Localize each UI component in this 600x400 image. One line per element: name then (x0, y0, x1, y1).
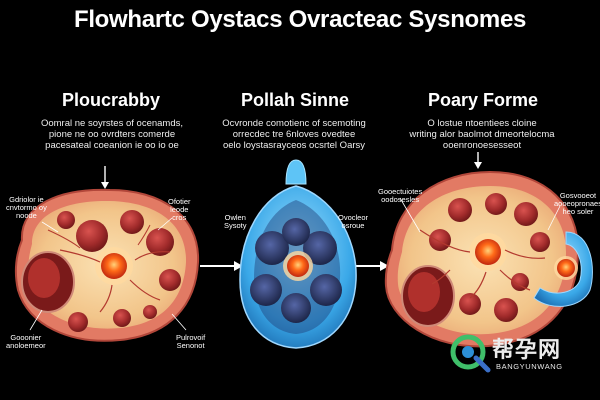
label-line: Gosvooeot (559, 191, 597, 200)
follicle (511, 273, 529, 291)
oocyte (287, 255, 309, 277)
label-line: Gdriolor ie (9, 195, 44, 204)
stage-1-label-bottom-left: Gooonier anoloemeor (6, 334, 46, 350)
stage-3-ovary (384, 170, 593, 348)
follicle (120, 210, 144, 234)
cyst (255, 231, 289, 265)
label-line: cnvtormo oy (6, 203, 47, 212)
stage-3-label-top-left: Gooectuiotes oodosesles (378, 188, 422, 204)
label-line: Ovocleor (338, 213, 369, 222)
cyst (282, 218, 310, 246)
follicle (514, 202, 538, 226)
stage-1-desc-line: pione ne oo ovrdters comerde (48, 129, 176, 140)
leader-lines (29, 197, 561, 331)
label-line: cros (172, 213, 187, 222)
cyst (250, 274, 282, 306)
stage-2-desc-line: Ocvronde comotienc of scemoting (222, 118, 366, 129)
label-line: heo soler (562, 207, 594, 216)
stage-3-label-top-right: Gosvooeot aooeopronaes heo soler (554, 192, 600, 216)
oocyte (101, 253, 127, 279)
label-line: Senonot (176, 341, 205, 350)
watermark-subtext: BANGYUNWANG (496, 362, 563, 371)
label-line: oodosesles (381, 195, 420, 204)
follicle (429, 229, 451, 251)
follicle (113, 309, 131, 327)
stage-3-desc-line: ooenronoesesseot (442, 140, 522, 151)
label-line: noode (16, 211, 37, 220)
cyst (310, 274, 342, 306)
follicle (494, 298, 518, 322)
follicle (146, 228, 174, 256)
label-line: Sysoty (224, 221, 247, 230)
blue-tube (533, 231, 593, 307)
stage-2-description: Ocvronde comotienc of scemoting orrecdec… (204, 118, 384, 151)
stage-1-ovary (14, 188, 200, 342)
follicle (485, 193, 507, 215)
stage-2-title: Pollah Sinne (240, 90, 350, 110)
oocyte (557, 259, 575, 277)
follicle (57, 211, 75, 229)
stage-1-title: Ploucrabby (61, 90, 161, 110)
stage-3-desc-line: writing alor baolmot dmeortelocma (409, 129, 555, 140)
stage-3-title: Poary Forme (427, 90, 539, 110)
follicle (76, 220, 108, 252)
label-line: Gooectuiotes (378, 187, 423, 196)
stage-1-desc-line: pacesateal coeanion ie oo io oe (45, 140, 179, 151)
label-line: Ofotier (168, 197, 191, 206)
stage-1-label-top-right: Ofotier leode cros (168, 198, 191, 222)
right-arrow-1 (200, 261, 243, 271)
label-line: Gooonier (10, 333, 42, 342)
watermark-logo (450, 334, 491, 373)
follicle (68, 312, 88, 332)
follicle (143, 305, 157, 319)
oocyte (475, 239, 501, 265)
watermark-text: 帮孕网 (492, 337, 562, 362)
cyst (303, 231, 337, 265)
stage-2-cyst (239, 159, 357, 349)
stage-3-desc-line: O lostue ntoentiees cloine (427, 118, 537, 129)
right-arrow-2 (354, 261, 389, 271)
label-line: Pulrovoif (176, 333, 206, 342)
stage-1-desc-line: Oomral ne soyrstes of ocenamds, (40, 118, 184, 129)
down-arrow-1 (101, 166, 109, 189)
follicle (530, 232, 550, 252)
label-line: Owlen (224, 213, 246, 222)
stage-2-label-left: Owlen Sysoty (224, 214, 247, 230)
page-title: Flowhartc Oystacs Ovracteac Sysnomes (73, 6, 527, 33)
follicle (459, 293, 481, 315)
follicle (159, 269, 181, 291)
watermark: 帮孕网 BANGYUNWANG (444, 332, 594, 376)
stage-3-description: O lostue ntoentiees cloine writing alor … (392, 118, 572, 151)
stage-2-label-right: Ovocleor osroue (338, 214, 368, 230)
stage-1-description: Oomral ne soyrstes of ocenamds, pione ne… (22, 118, 202, 151)
cyst (281, 293, 311, 323)
stage-2-desc-line: orrecdec tre 6nloves ovedtee (232, 129, 356, 140)
down-arrow-3 (474, 152, 482, 169)
stage-1-label-bottom-right: Pulrovoif Senonot (176, 334, 205, 350)
follicle (448, 198, 472, 222)
label-line: osroue (341, 221, 365, 230)
label-line: anoloemeor (6, 341, 46, 350)
label-line: aooeopronaes (554, 199, 600, 208)
label-line: leode (170, 205, 189, 214)
stage-2-desc-line: oelo loystasrayceos ocsrtel Oarsy (222, 140, 366, 151)
stage-1-label-top-left: Gdriolor ie cnvtormo oy noode (6, 196, 47, 220)
